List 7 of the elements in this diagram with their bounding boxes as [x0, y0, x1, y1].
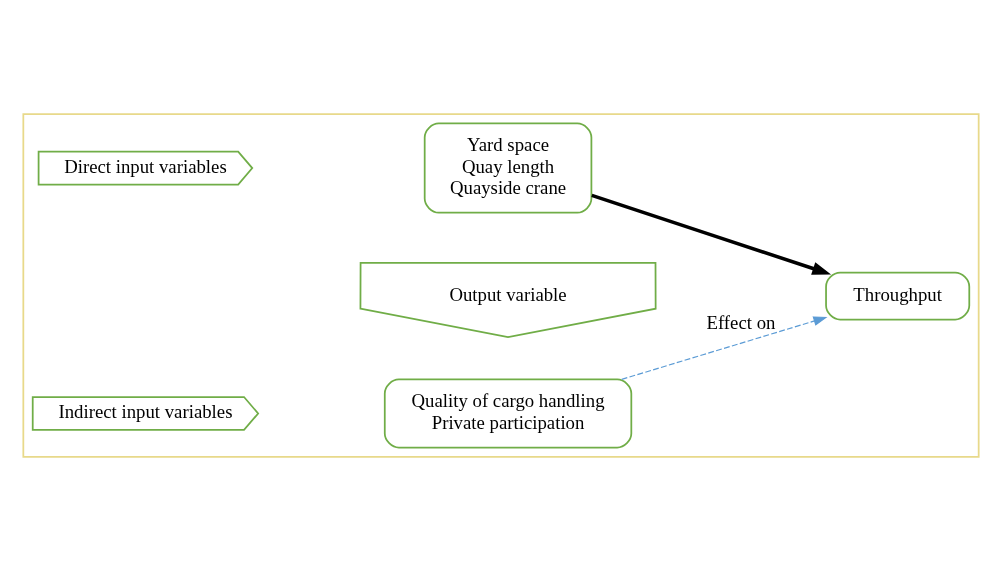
cluster: [21, 112, 980, 458]
node-box: Throughput: [824, 271, 970, 320]
edge-label: Effect on: [705, 311, 775, 333]
arrow: [620, 315, 827, 380]
node-box: Yard space Quay length Quayside crane: [423, 122, 592, 214]
arrow: [590, 193, 831, 275]
node-box: Quality of cargo handling Private participation: [383, 378, 632, 448]
